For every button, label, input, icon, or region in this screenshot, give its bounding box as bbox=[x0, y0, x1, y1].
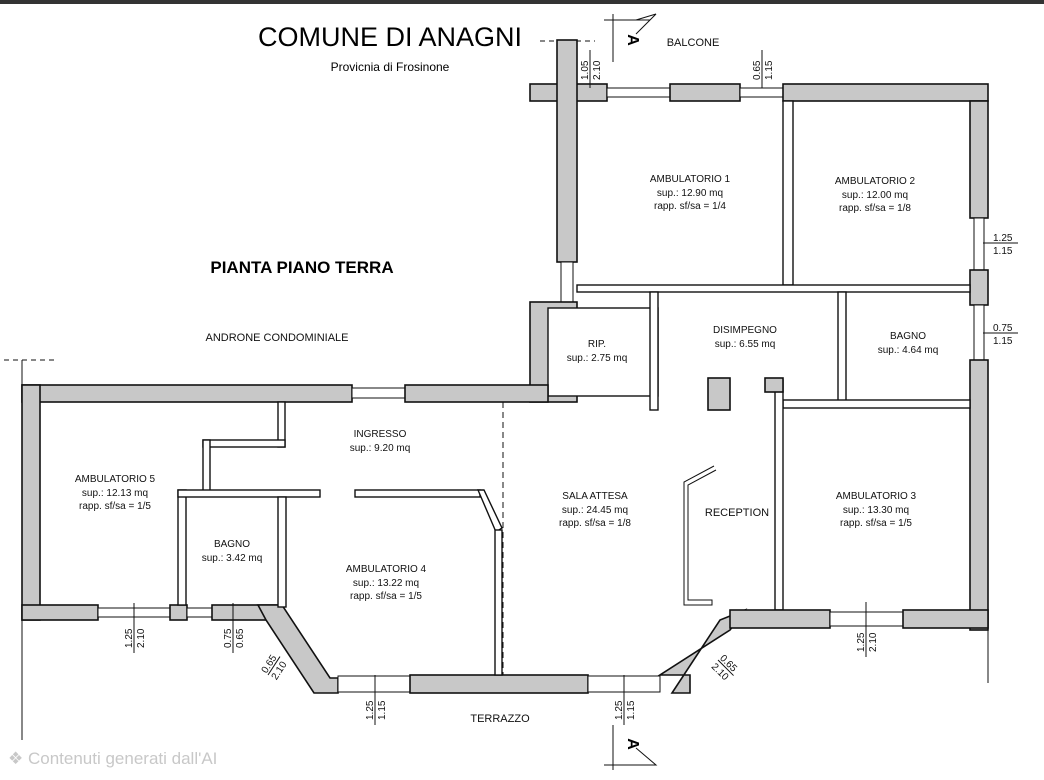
room-ingresso: INGRESSO sup.: 9.20 mq bbox=[350, 429, 411, 454]
svg-text:RIP.: RIP. bbox=[588, 339, 606, 350]
svg-text:sup.: 6.55 mq: sup.: 6.55 mq bbox=[715, 339, 776, 350]
svg-text:1.25: 1.25 bbox=[614, 700, 625, 720]
label-terrazzo: TERRAZZO bbox=[470, 713, 530, 725]
sparkle-icon: ❖ bbox=[8, 749, 24, 768]
dimension-window-3: 1.25 1.15 bbox=[983, 233, 1018, 257]
svg-text:0.65: 0.65 bbox=[235, 628, 246, 648]
svg-text:sup.: 12.90 mq: sup.: 12.90 mq bbox=[657, 188, 723, 199]
svg-text:rapp. sf/sa = 1/8: rapp. sf/sa = 1/8 bbox=[559, 518, 631, 529]
svg-text:INGRESSO: INGRESSO bbox=[354, 429, 407, 440]
svg-text:1.25: 1.25 bbox=[365, 700, 376, 720]
svg-text:A: A bbox=[624, 34, 641, 46]
room-disimpegno: DISIMPEGNO sup.: 6.55 mq bbox=[713, 325, 777, 350]
svg-text:1.15: 1.15 bbox=[626, 700, 637, 720]
svg-text:1.25: 1.25 bbox=[124, 628, 135, 648]
room-ambulatorio-2: AMBULATORIO 2 sup.: 12.00 mq rapp. sf/sa =… bbox=[835, 176, 916, 214]
room-ambulatorio-4: AMBULATORIO 4 sup.: 13.22 mq rapp. sf/sa =… bbox=[346, 564, 427, 602]
svg-text:1.15: 1.15 bbox=[993, 246, 1013, 257]
plan-header-title: COMUNE DI ANAGNI bbox=[258, 22, 522, 52]
watermark: ❖ Contenuti generati dall'AI bbox=[8, 749, 217, 769]
top-border bbox=[0, 0, 1044, 4]
svg-text:sup.: 3.42 mq: sup.: 3.42 mq bbox=[202, 553, 263, 564]
room-ambulatorio-3: AMBULATORIO 3 sup.: 13.30 mq rapp. sf/sa =… bbox=[836, 491, 917, 529]
svg-text:sup.: 4.64 mq: sup.: 4.64 mq bbox=[878, 345, 939, 356]
svg-text:rapp. sf/sa = 1/5: rapp. sf/sa = 1/5 bbox=[350, 591, 422, 602]
svg-text:1.05: 1.05 bbox=[580, 60, 591, 80]
svg-text:AMBULATORIO 2: AMBULATORIO 2 bbox=[835, 176, 916, 187]
svg-text:1.15: 1.15 bbox=[377, 700, 388, 720]
room-ripostiglio: RIP. sup.: 2.75 mq bbox=[567, 339, 628, 364]
dimension-window-7: 0.652.10 bbox=[260, 653, 290, 682]
svg-text:0.75: 0.75 bbox=[223, 628, 234, 648]
svg-text:AMBULATORIO 3: AMBULATORIO 3 bbox=[836, 491, 917, 502]
room-bagno-2: BAGNO sup.: 3.42 mq bbox=[202, 539, 263, 564]
room-bagno-1: BAGNO sup.: 4.64 mq bbox=[878, 331, 939, 356]
svg-text:sup.: 13.30 mq: sup.: 13.30 mq bbox=[843, 505, 909, 516]
svg-text:2.10: 2.10 bbox=[868, 632, 879, 652]
svg-text:sup.: 24.45 mq: sup.: 24.45 mq bbox=[562, 505, 628, 516]
svg-text:DISIMPEGNO: DISIMPEGNO bbox=[713, 325, 777, 336]
svg-text:rapp. sf/sa = 1/8: rapp. sf/sa = 1/8 bbox=[839, 203, 911, 214]
svg-text:2.10: 2.10 bbox=[136, 628, 147, 648]
svg-text:sup.: 9.20 mq: sup.: 9.20 mq bbox=[350, 443, 411, 454]
svg-text:sup.: 2.75 mq: sup.: 2.75 mq bbox=[567, 353, 628, 364]
watermark-text: Contenuti generati dall'AI bbox=[27, 749, 218, 768]
svg-text:BAGNO: BAGNO bbox=[214, 539, 250, 550]
section-marker-bottom: A bbox=[604, 725, 658, 770]
section-marker-top: A bbox=[604, 13, 657, 62]
room-ambulatorio-5: AMBULATORIO 5 sup.: 12.13 mq rapp. sf/sa =… bbox=[75, 474, 156, 512]
walls bbox=[21, 39, 989, 694]
svg-text:SALA ATTESA: SALA ATTESA bbox=[562, 491, 628, 502]
svg-text:rapp. sf/sa = 1/4: rapp. sf/sa = 1/4 bbox=[654, 201, 726, 212]
dimension-window-4: 0.75 1.15 bbox=[983, 323, 1018, 347]
svg-text:1.25: 1.25 bbox=[993, 233, 1013, 244]
plan-header-subtitle: Provicnia di Frosinone bbox=[331, 60, 450, 74]
svg-text:sup.: 12.13 mq: sup.: 12.13 mq bbox=[82, 488, 148, 499]
svg-text:sup.: 13.22 mq: sup.: 13.22 mq bbox=[353, 578, 419, 589]
svg-text:AMBULATORIO 5: AMBULATORIO 5 bbox=[75, 474, 156, 485]
svg-text:rapp. sf/sa = 1/5: rapp. sf/sa = 1/5 bbox=[79, 501, 151, 512]
svg-text:0.75: 0.75 bbox=[993, 323, 1013, 334]
room-sala-attesa: SALA ATTESA sup.: 24.45 mq rapp. sf/sa = 1… bbox=[559, 491, 631, 529]
svg-text:sup.: 12.00 mq: sup.: 12.00 mq bbox=[842, 190, 908, 201]
svg-text:AMBULATORIO 1: AMBULATORIO 1 bbox=[650, 174, 731, 185]
svg-text:2.10: 2.10 bbox=[592, 60, 603, 80]
dimension-window-10: 0.652.10 bbox=[709, 653, 739, 683]
plan-title: PIANTA PIANO TERRA bbox=[210, 258, 393, 277]
svg-text:AMBULATORIO 4: AMBULATORIO 4 bbox=[346, 564, 427, 575]
svg-text:1.15: 1.15 bbox=[764, 60, 775, 80]
svg-text:rapp. sf/sa = 1/5: rapp. sf/sa = 1/5 bbox=[840, 518, 912, 529]
label-androne: ANDRONE CONDOMINIALE bbox=[205, 332, 348, 344]
room-ambulatorio-1: AMBULATORIO 1 sup.: 12.90 mq rapp. sf/sa =… bbox=[650, 174, 731, 212]
svg-text:BAGNO: BAGNO bbox=[890, 331, 926, 342]
label-balcone: BALCONE bbox=[667, 37, 720, 49]
label-reception: RECEPTION bbox=[705, 507, 769, 519]
svg-text:0.65: 0.65 bbox=[752, 60, 763, 80]
svg-text:1.25: 1.25 bbox=[856, 632, 867, 652]
svg-text:A: A bbox=[624, 738, 641, 750]
svg-text:1.15: 1.15 bbox=[993, 336, 1013, 347]
